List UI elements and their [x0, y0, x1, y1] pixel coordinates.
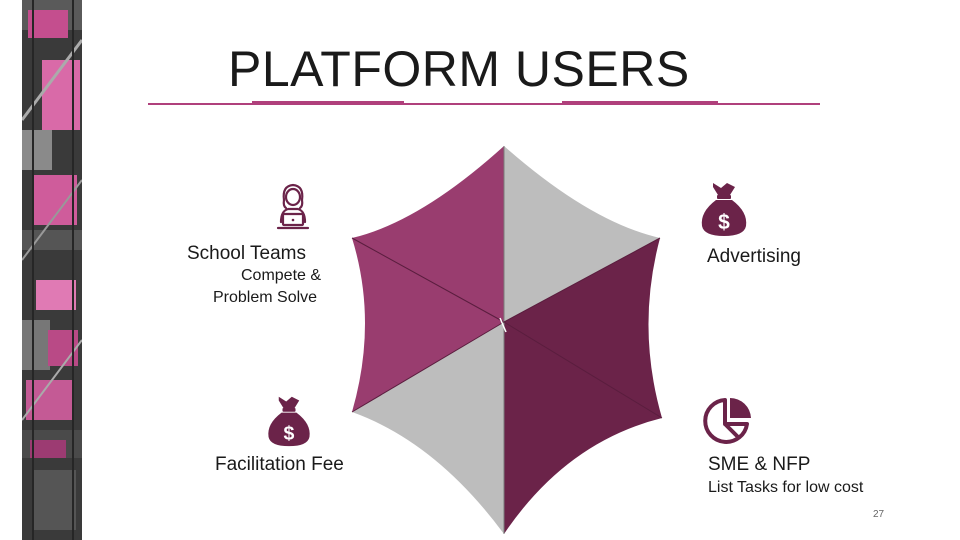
page-number: 27 [873, 509, 885, 520]
slide-title: PLATFORM USERS [228, 41, 690, 97]
umbrella-panel-top-right [504, 146, 660, 322]
umbrella-panel-right [504, 238, 662, 418]
umbrella-diagram [351, 146, 663, 534]
sme-nfp-sub: List Tasks for low cost [708, 479, 864, 496]
strip-border-left [32, 0, 34, 540]
umbrella-panel-top-left [352, 146, 504, 322]
svg-text:$: $ [718, 211, 730, 234]
slide-left-margin [0, 0, 22, 540]
school-teams-heading: School Teams [187, 243, 306, 264]
umbrella-panel-left [352, 238, 504, 412]
umbrella-panel-bottom-left [352, 322, 504, 534]
money-bag-icon: $ [268, 396, 310, 447]
school-teams-sub-1: Compete & [241, 267, 322, 284]
school-teams-sub-2: Problem Solve [213, 289, 318, 306]
title-underline [148, 103, 820, 105]
svg-text:$: $ [284, 423, 295, 445]
title-underline-accent-right [562, 101, 718, 104]
umbrella-panel-bottom-right [504, 322, 662, 534]
strip-border-right [72, 0, 74, 540]
facilitation-fee-heading: Facilitation Fee [215, 454, 344, 475]
sme-nfp-heading: SME & NFP [708, 454, 811, 475]
person-laptop-icon [276, 183, 310, 230]
money-bag-icon: $ [701, 183, 747, 236]
title-underline-accent-left [252, 101, 404, 104]
pie-chart-icon [703, 398, 751, 444]
advertising-heading: Advertising [707, 246, 801, 267]
